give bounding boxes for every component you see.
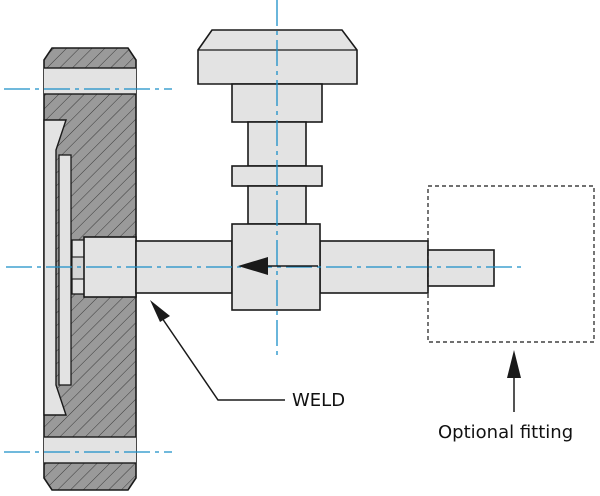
optional-fitting-label: Optional fitting [438, 422, 573, 443]
tube-stub [427, 249, 495, 287]
optional-fitting-leader [507, 350, 521, 412]
weld-label: WELD [292, 390, 345, 411]
gasket-groove [58, 154, 72, 386]
weld-leader [150, 300, 285, 401]
bolt-hole-top [44, 67, 136, 95]
bolt-hole-bottom [44, 436, 136, 464]
flow-arrow [238, 257, 318, 275]
